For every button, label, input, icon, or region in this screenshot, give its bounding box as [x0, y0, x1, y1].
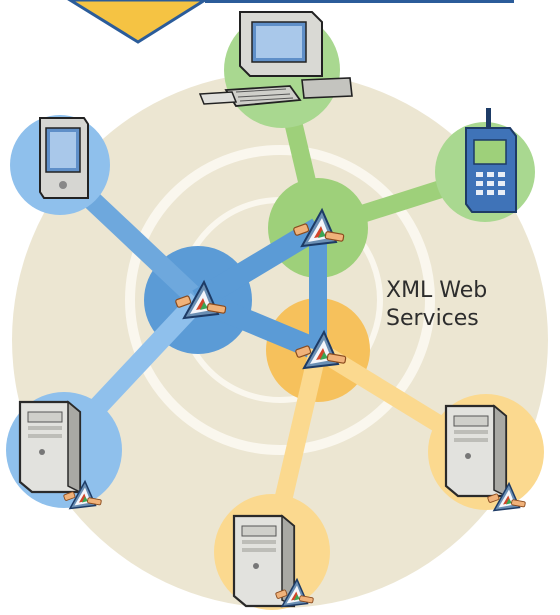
mobile-phone-icon — [465, 108, 517, 213]
caption-line-2: Services — [386, 306, 479, 331]
top-banner — [67, 0, 514, 44]
link-hub-blue-green — [192, 218, 324, 310]
caption-line-1: XML Web — [386, 278, 488, 303]
diagram-caption: XML Web Services — [386, 277, 546, 333]
inner-ring-band — [125, 145, 435, 455]
pda-handheld-icon — [39, 117, 89, 199]
desktop-computer-icon — [198, 11, 353, 107]
